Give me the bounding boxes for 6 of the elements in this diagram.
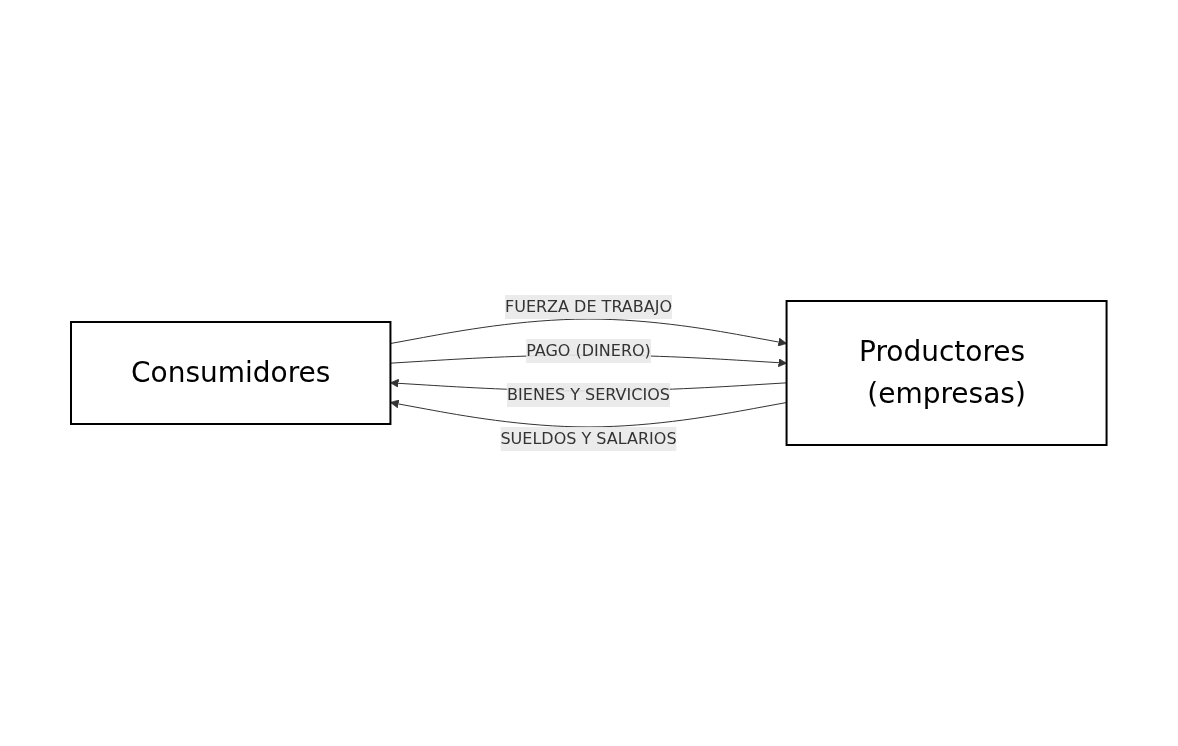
node-box: Productores (empresas) bbox=[785, 300, 1108, 446]
edge-label: FUERZA DE TRABAJO bbox=[505, 297, 673, 316]
edge-label: PAGO (DINERO) bbox=[526, 341, 652, 360]
node-box: Consumidores bbox=[70, 321, 392, 425]
edge-label: SUELDOS Y SALARIOS bbox=[500, 429, 677, 448]
edge-label: BIENES Y SERVICIOS bbox=[507, 385, 671, 404]
